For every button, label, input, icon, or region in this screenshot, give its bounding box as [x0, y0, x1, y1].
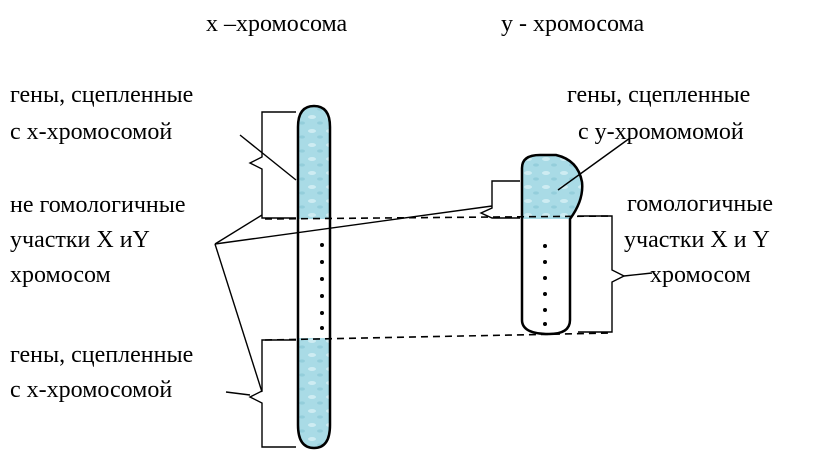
pointer-genes-x-bottom [225, 391, 251, 396]
label-homologous-3: хромосом [650, 262, 751, 288]
y-gene-segment [522, 155, 583, 219]
label-genes-x-top-2: с х-хромосомой [10, 119, 172, 145]
pointer-genes-y [557, 137, 631, 191]
label-genes-x-top-1: гены, сцепленные [10, 82, 193, 108]
x-gene-segment-bottom [298, 338, 330, 448]
pointer-genes-x-top [239, 134, 297, 181]
label-nonhomologous-3: хромосом [10, 262, 111, 288]
label-genes-x-bottom-1: гены, сцепленные [10, 342, 193, 368]
y-homologous-dots [543, 244, 547, 326]
label-homologous-1: гомологичные [627, 191, 773, 217]
title-x-chromosome: x –хромосома [206, 11, 348, 37]
pointer-homologous [623, 272, 653, 277]
label-nonhomologous-1: не гомологичные [10, 192, 186, 218]
brace-homologous [578, 215, 626, 333]
x-chromosome-outline [296, 104, 332, 450]
pointer-nonhomologous-to-x [214, 214, 263, 245]
x-gene-segment-top [298, 106, 330, 219]
label-nonhomologous-2: участки X иY [10, 227, 150, 253]
label-genes-y-1: гены, сцепленные [567, 82, 750, 108]
x-homologous-dots [320, 243, 324, 330]
pointer-nonhomologous-to-x-bottom [214, 243, 263, 393]
homologous-boundary-top [264, 215, 613, 220]
pointer-nonhomologous-to-y [214, 205, 493, 245]
brace-x-bottom [248, 339, 296, 448]
label-genes-y-2: с у-хромомомой [578, 119, 744, 145]
title-y-chromosome: y - хромосома [501, 11, 645, 37]
x-chromosome [296, 104, 332, 450]
label-homologous-2: участки X и Y [624, 227, 770, 253]
brace-y-top [479, 180, 520, 219]
y-chromosome [520, 153, 584, 336]
label-genes-x-bottom-2: с х-хромосомой [10, 377, 172, 403]
homologous-boundary-bottom [264, 332, 613, 341]
brace-x-top [248, 111, 296, 219]
